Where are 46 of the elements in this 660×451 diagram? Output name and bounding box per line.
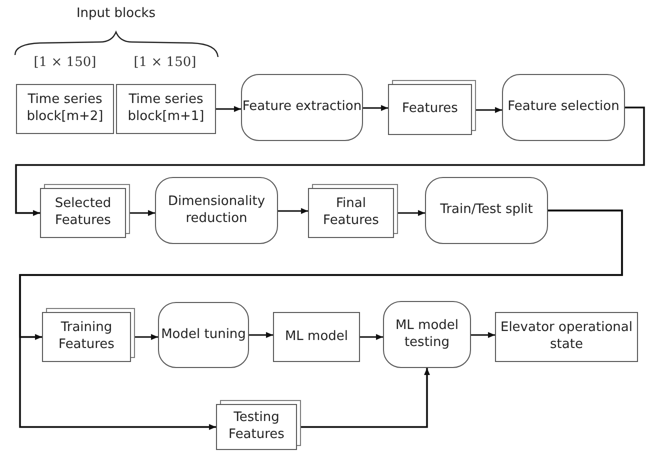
process-box	[116, 84, 216, 134]
arrow	[249, 332, 273, 338]
arrow	[19, 210, 623, 430]
node-label: Elevator operational state	[499, 320, 634, 354]
node-label: ML model	[284, 328, 348, 346]
node-label: Selected Features	[54, 196, 112, 230]
node-label: Dimensionality reduction	[166, 194, 266, 228]
document-stack	[42, 308, 135, 362]
node-label: Testing Features	[228, 410, 286, 444]
process-box	[495, 312, 638, 362]
arrow	[278, 208, 308, 214]
process-rounded-box	[502, 74, 625, 141]
process-rounded-box	[425, 177, 548, 244]
arrow	[135, 334, 158, 340]
arrow	[363, 105, 388, 111]
node-label: Features	[402, 101, 458, 118]
arrow	[476, 107, 502, 113]
node-label: Time series block[m+1]	[126, 92, 206, 126]
arrow	[216, 106, 241, 112]
process-rounded-box	[155, 177, 278, 244]
process-box	[273, 312, 360, 362]
node-label: Final Features	[322, 196, 380, 230]
document-stack	[216, 400, 301, 450]
node-label: Time series block[m+2]	[26, 92, 104, 126]
node-label: Feature selection	[508, 99, 620, 116]
process-box	[16, 84, 114, 134]
node-label: Model tuning	[161, 326, 246, 344]
arrow	[15, 106, 645, 216]
process-rounded-box	[158, 302, 249, 368]
arrow	[130, 210, 155, 216]
dimension-label: [1 × 150]	[34, 55, 96, 70]
document-stack	[388, 80, 476, 135]
node-label: Feature extraction	[242, 99, 362, 116]
document-stack	[40, 184, 130, 238]
section-heading: Input blocks	[76, 6, 156, 21]
arrow	[471, 332, 495, 338]
arrow	[398, 210, 425, 216]
node-label: Training Features	[58, 320, 116, 354]
process-rounded-box	[241, 74, 363, 141]
process-rounded-box	[383, 301, 471, 368]
document-stack	[308, 184, 398, 238]
arrow	[301, 368, 430, 428]
dimension-label: [1 × 150]	[134, 55, 196, 70]
node-label: ML model testing	[394, 318, 460, 352]
node-label: Train/Test split	[440, 202, 533, 219]
arrow	[360, 334, 383, 340]
